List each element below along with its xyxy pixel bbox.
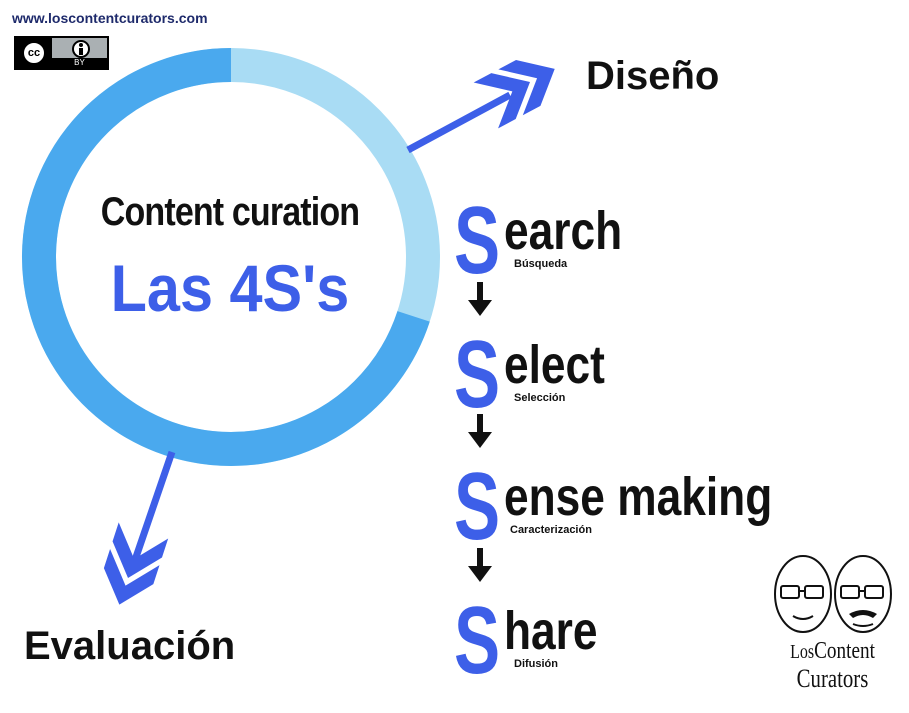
ring-subtitle: Las 4S's (110, 251, 350, 325)
site-url[interactable]: www.loscontentcurators.com (12, 10, 208, 26)
cc-license-badge[interactable]: cc BY (14, 36, 109, 70)
step-letter: S (454, 453, 501, 560)
down-arrow-icon (468, 414, 492, 448)
by-icon-container: BY (52, 38, 107, 68)
cc-icon: cc (22, 41, 46, 65)
los-content-curators-logo: LosContent Curators (765, 548, 900, 698)
cc-icon-container: cc (16, 38, 52, 68)
curators-faces-icon (774, 555, 892, 633)
step-subtitle: Difusión (514, 658, 558, 670)
branch-label-top: Diseño (586, 54, 720, 98)
step-letter: S (454, 587, 501, 694)
step-word: elect (504, 335, 605, 395)
down-arrow-icon (468, 282, 492, 316)
double-chevron-top-icon (473, 59, 555, 129)
ring-title: Content curation (100, 190, 360, 234)
logo-line-2: Curators (796, 664, 869, 693)
step-word: earch (504, 201, 623, 261)
by-label: BY (52, 58, 107, 68)
step-subtitle: Caracterización (510, 524, 592, 536)
ring-dark-arc (22, 48, 430, 466)
branch-label-bottom: Evaluación (24, 624, 236, 668)
step-subtitle: Búsqueda (514, 258, 568, 270)
step-word: hare (504, 601, 598, 661)
step-word: ense making (504, 467, 773, 527)
down-arrow-icon (468, 548, 492, 582)
step-letter: S (454, 321, 501, 428)
double-chevron-bottom-icon (103, 522, 169, 605)
branch-line-bottom (131, 450, 176, 562)
attribution-person-icon (72, 40, 90, 58)
step-letter: S (454, 187, 501, 294)
logo-line-1: LosContent (790, 638, 875, 664)
branch-line-top (406, 91, 512, 154)
step-subtitle: Selección (514, 392, 566, 404)
